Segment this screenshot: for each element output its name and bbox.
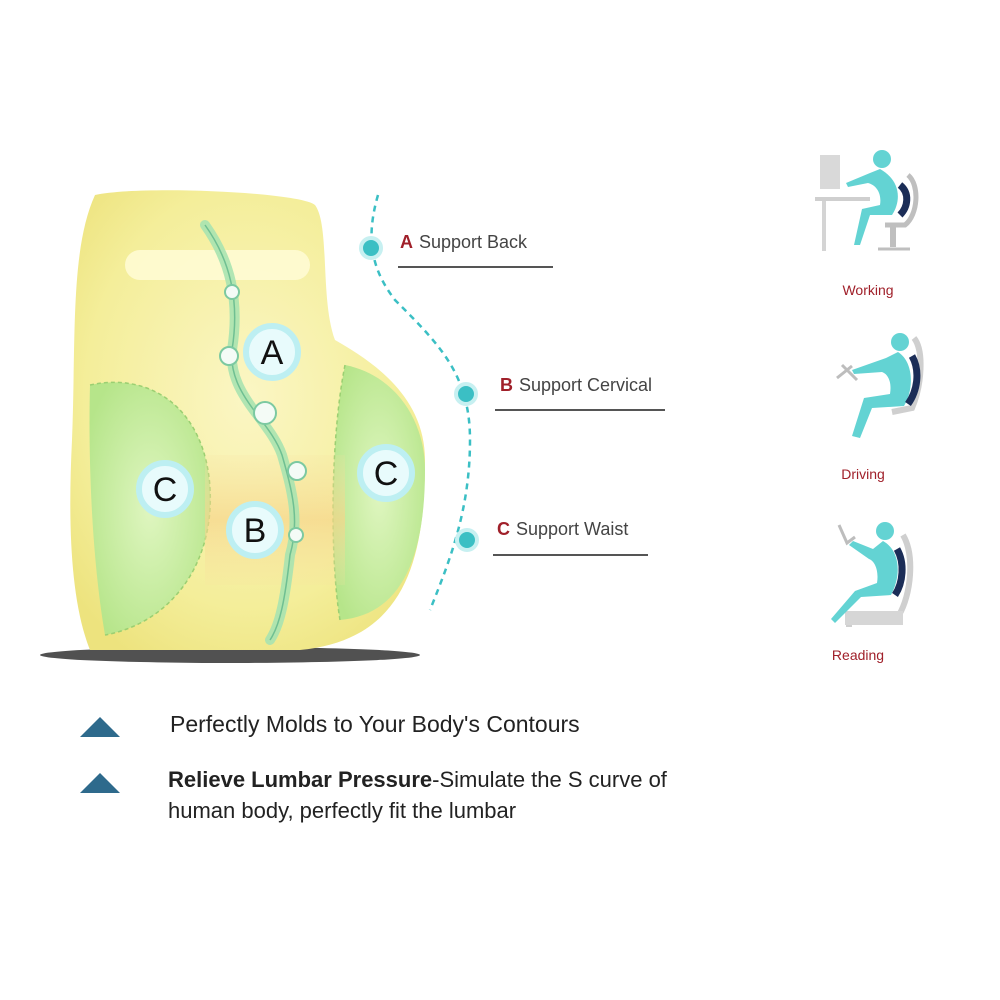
callout-text: Support Waist: [516, 519, 629, 539]
person-reading-icon: [831, 522, 914, 627]
feature-rest: -Simulate the S curve of: [432, 767, 667, 792]
callout-support-waist: C Support Waist: [497, 519, 628, 540]
bullet-triangle-icon: [80, 773, 120, 793]
feature-line-1: Perfectly Molds to Your Body's Contours: [170, 711, 580, 737]
callout-support-cervical: B Support Cervical: [500, 375, 652, 396]
usage-label-working: Working: [842, 282, 894, 298]
feature-bold: Relieve Lumbar Pressure: [168, 767, 433, 792]
pillow-shadow: [40, 647, 420, 663]
label-c-left: C: [152, 471, 178, 509]
callout-underline: [495, 409, 665, 411]
feature-cont: human body, perfectly fit the lumbar: [168, 798, 517, 823]
callout-letter: B: [500, 375, 513, 395]
person-at-desk-icon: [815, 150, 919, 251]
callout-letter: C: [497, 519, 510, 539]
callout-text: Support Cervical: [519, 375, 653, 395]
callout-underline: [398, 266, 553, 268]
label-b: B: [243, 512, 267, 550]
label-discs: [136, 323, 415, 559]
callout-underline: [493, 554, 648, 556]
person-driving-icon: [836, 333, 924, 438]
bullet-triangle-icon: [80, 717, 120, 737]
label-c-right: C: [373, 455, 399, 493]
pillow-top-indent: [125, 250, 310, 280]
callout-support-back: A Support Back: [400, 232, 527, 253]
spine-nodes: [219, 284, 307, 543]
usage-label-driving: Driving: [841, 466, 885, 482]
callout-dots: [359, 236, 479, 552]
usage-label-reading: Reading: [831, 647, 885, 663]
feature-line-2: Relieve Lumbar Pressure-Simulate the S c…: [168, 764, 728, 826]
callout-letter: A: [400, 232, 413, 252]
label-a: A: [260, 334, 284, 372]
callout-text: Support Back: [419, 232, 528, 252]
